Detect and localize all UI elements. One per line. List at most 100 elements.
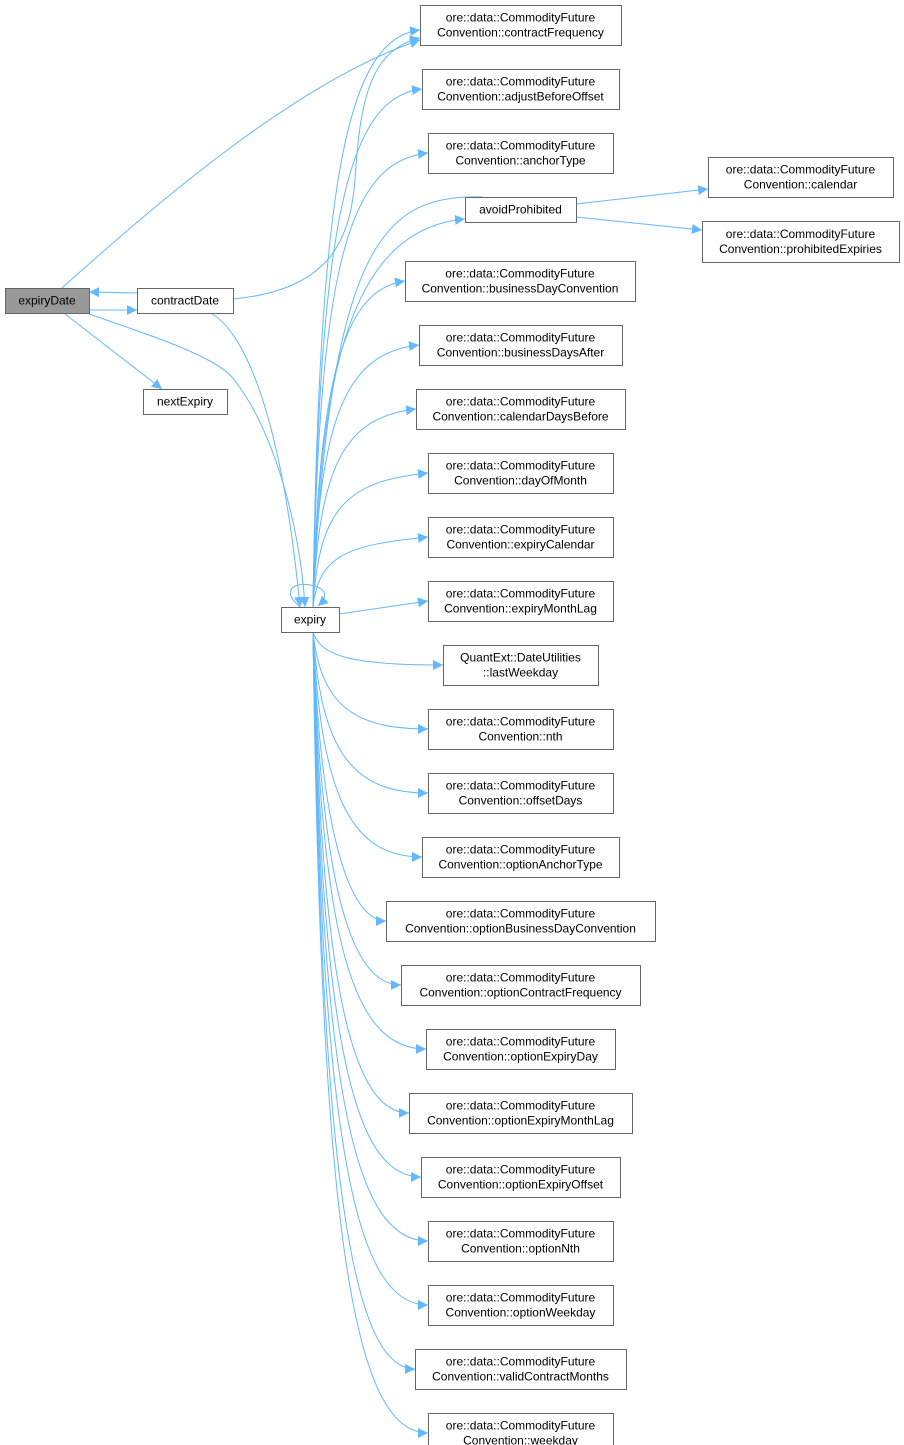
edge-expiry-to-contractFrequency bbox=[312, 26, 421, 608]
node-label: ore::data::CommodityFuture bbox=[446, 75, 596, 89]
node-box bbox=[465, 197, 577, 223]
node-label: ::lastWeekday bbox=[483, 666, 558, 680]
node-label: ore::data::CommodityFuture bbox=[446, 395, 596, 409]
node-weekday[interactable]: ore::data::CommodityFutureConvention::we… bbox=[428, 1413, 614, 1445]
node-optionBusinessDayConvention[interactable]: ore::data::CommodityFutureConvention::op… bbox=[386, 901, 656, 942]
node-box bbox=[428, 133, 614, 174]
node-label: Convention::weekday bbox=[463, 1434, 578, 1445]
edge-expiry-to-validContractMonths bbox=[312, 631, 416, 1374]
node-label: ore::data::CommodityFuture bbox=[726, 163, 876, 177]
edge-expiry-to-adjustBeforeOffset bbox=[312, 85, 423, 608]
node-offsetDays[interactable]: ore::data::CommodityFutureConvention::of… bbox=[428, 773, 614, 814]
node-calendarDaysBefore[interactable]: ore::data::CommodityFutureConvention::ca… bbox=[416, 389, 626, 430]
node-label: ore::data::CommodityFuture bbox=[446, 1227, 596, 1241]
node-label: ore::data::CommodityFuture bbox=[446, 139, 596, 153]
edge-expiryDate-to-expiry bbox=[88, 313, 310, 608]
edge-contractDate-to-expiryDate bbox=[88, 287, 138, 298]
node-businessDayConvention[interactable]: ore::data::CommodityFutureConvention::bu… bbox=[405, 261, 636, 302]
node-label: ore::data::CommodityFuture bbox=[446, 1099, 596, 1113]
node-label: Convention::optionAnchorType bbox=[438, 858, 602, 872]
node-label: ore::data::CommodityFuture bbox=[446, 331, 596, 345]
node-anchorType[interactable]: ore::data::CommodityFutureConvention::an… bbox=[428, 133, 614, 174]
edge-expiry-to-optionAnchorType bbox=[312, 631, 423, 862]
node-label: Convention::nth bbox=[478, 730, 562, 744]
node-box bbox=[428, 581, 614, 622]
node-box bbox=[422, 837, 620, 878]
node-label: ore::data::CommodityFuture bbox=[446, 1355, 596, 1369]
node-optionAnchorType[interactable]: ore::data::CommodityFutureConvention::op… bbox=[422, 837, 620, 878]
node-optionContractFrequency[interactable]: ore::data::CommodityFutureConvention::op… bbox=[401, 965, 641, 1006]
node-adjustBeforeOffset[interactable]: ore::data::CommodityFutureConvention::ad… bbox=[422, 69, 620, 110]
node-calendar[interactable]: ore::data::CommodityFutureConvention::ca… bbox=[708, 157, 894, 198]
nodes-layer: expiryDate contractDate nextExpiry expiry av… bbox=[5, 5, 900, 1445]
node-optionExpiryMonthLag[interactable]: ore::data::CommodityFutureConvention::op… bbox=[409, 1093, 633, 1134]
edge-expiry-to-optionExpiryOffset bbox=[312, 631, 422, 1182]
node-box bbox=[143, 389, 228, 415]
node-box bbox=[420, 5, 622, 46]
node-label: ore::data::CommodityFuture bbox=[446, 587, 596, 601]
node-box bbox=[281, 607, 340, 633]
node-label: ore::data::CommodityFuture bbox=[446, 1419, 596, 1433]
edge-expiry-to-optionContractFrequency bbox=[312, 631, 402, 990]
node-optionNth[interactable]: ore::data::CommodityFutureConvention::op… bbox=[428, 1221, 614, 1262]
node-businessDaysAfter[interactable]: ore::data::CommodityFutureConvention::bu… bbox=[419, 325, 623, 366]
node-nth[interactable]: ore::data::CommodityFutureConvention::nt… bbox=[428, 709, 614, 750]
node-box bbox=[426, 1029, 616, 1070]
node-label: ore::data::CommodityFuture bbox=[446, 1163, 596, 1177]
edge-expiry-to-businessDayConvention bbox=[312, 277, 406, 608]
node-box bbox=[405, 261, 636, 302]
node-label: Convention::anchorType bbox=[455, 154, 585, 168]
node-box bbox=[409, 1093, 633, 1134]
node-label: Convention::prohibitedExpiries bbox=[719, 242, 882, 256]
node-label: nextExpiry bbox=[157, 395, 213, 409]
edge-expiry-to-nth bbox=[312, 631, 429, 734]
node-validContractMonths[interactable]: ore::data::CommodityFutureConvention::va… bbox=[415, 1349, 627, 1390]
node-label: ore::data::CommodityFuture bbox=[446, 907, 596, 921]
node-contractDate[interactable]: contractDate bbox=[137, 288, 234, 314]
node-avoidProhibited[interactable]: avoidProhibited bbox=[465, 197, 577, 223]
node-prohibitedExpiries[interactable]: ore::data::CommodityFutureConvention::pr… bbox=[702, 221, 900, 263]
edge-expiry-to-expiryMonthLag bbox=[338, 597, 429, 615]
node-label: Convention::optionExpiryMonthLag bbox=[427, 1114, 614, 1128]
node-expiryDate[interactable]: expiryDate bbox=[5, 288, 90, 314]
node-box bbox=[428, 773, 614, 814]
node-expiryCalendar[interactable]: ore::data::CommodityFutureConvention::ex… bbox=[428, 517, 614, 558]
node-box bbox=[428, 517, 614, 558]
node-label: Convention::optionContractFrequency bbox=[419, 986, 621, 1000]
node-label: ore::data::CommodityFuture bbox=[446, 11, 596, 25]
node-label: avoidProhibited bbox=[479, 203, 562, 217]
node-lastWeekday[interactable]: QuantExt::DateUtilities::lastWeekday bbox=[443, 645, 599, 686]
node-label: Convention::optionNth bbox=[461, 1242, 580, 1256]
node-contractFrequency[interactable]: ore::data::CommodityFutureConvention::co… bbox=[420, 5, 622, 46]
node-box bbox=[428, 709, 614, 750]
node-label: ore::data::CommodityFuture bbox=[446, 843, 596, 857]
edge-expiry-to-weekday bbox=[312, 631, 429, 1438]
node-box bbox=[443, 645, 599, 686]
edge-expiry-to-optionExpiryDay bbox=[312, 631, 427, 1054]
node-optionWeekday[interactable]: ore::data::CommodityFutureConvention::op… bbox=[428, 1285, 614, 1326]
edge-expiryDate-to-nextExpiry bbox=[64, 313, 163, 390]
node-box bbox=[428, 1285, 614, 1326]
node-optionExpiryDay[interactable]: ore::data::CommodityFutureConvention::op… bbox=[426, 1029, 616, 1070]
node-box bbox=[428, 453, 614, 494]
node-label: QuantExt::DateUtilities bbox=[460, 651, 581, 665]
node-label: Convention::businessDayConvention bbox=[422, 282, 619, 296]
node-box bbox=[137, 288, 234, 314]
node-box bbox=[708, 157, 894, 198]
node-expiry[interactable]: expiry bbox=[281, 607, 340, 633]
node-box bbox=[428, 1413, 614, 1445]
edge-expiry-to-expiryCalendar bbox=[312, 533, 429, 608]
node-label: ore::data::CommodityFuture bbox=[446, 523, 596, 537]
node-expiryMonthLag[interactable]: ore::data::CommodityFutureConvention::ex… bbox=[428, 581, 614, 622]
node-label: ore::data::CommodityFuture bbox=[446, 779, 596, 793]
node-label: ore::data::CommodityFuture bbox=[446, 971, 596, 985]
node-label: Convention::expiryCalendar bbox=[446, 538, 594, 552]
node-nextExpiry[interactable]: nextExpiry bbox=[143, 389, 228, 415]
node-dayOfMonth[interactable]: ore::data::CommodityFutureConvention::da… bbox=[428, 453, 614, 494]
node-optionExpiryOffset[interactable]: ore::data::CommodityFutureConvention::op… bbox=[421, 1157, 621, 1198]
node-label: ore::data::CommodityFuture bbox=[445, 267, 595, 281]
node-label: ore::data::CommodityFuture bbox=[726, 227, 876, 241]
node-label: contractDate bbox=[151, 294, 219, 308]
node-label: ore::data::CommodityFuture bbox=[446, 715, 596, 729]
node-label: Convention::optionExpiryDay bbox=[443, 1050, 598, 1064]
